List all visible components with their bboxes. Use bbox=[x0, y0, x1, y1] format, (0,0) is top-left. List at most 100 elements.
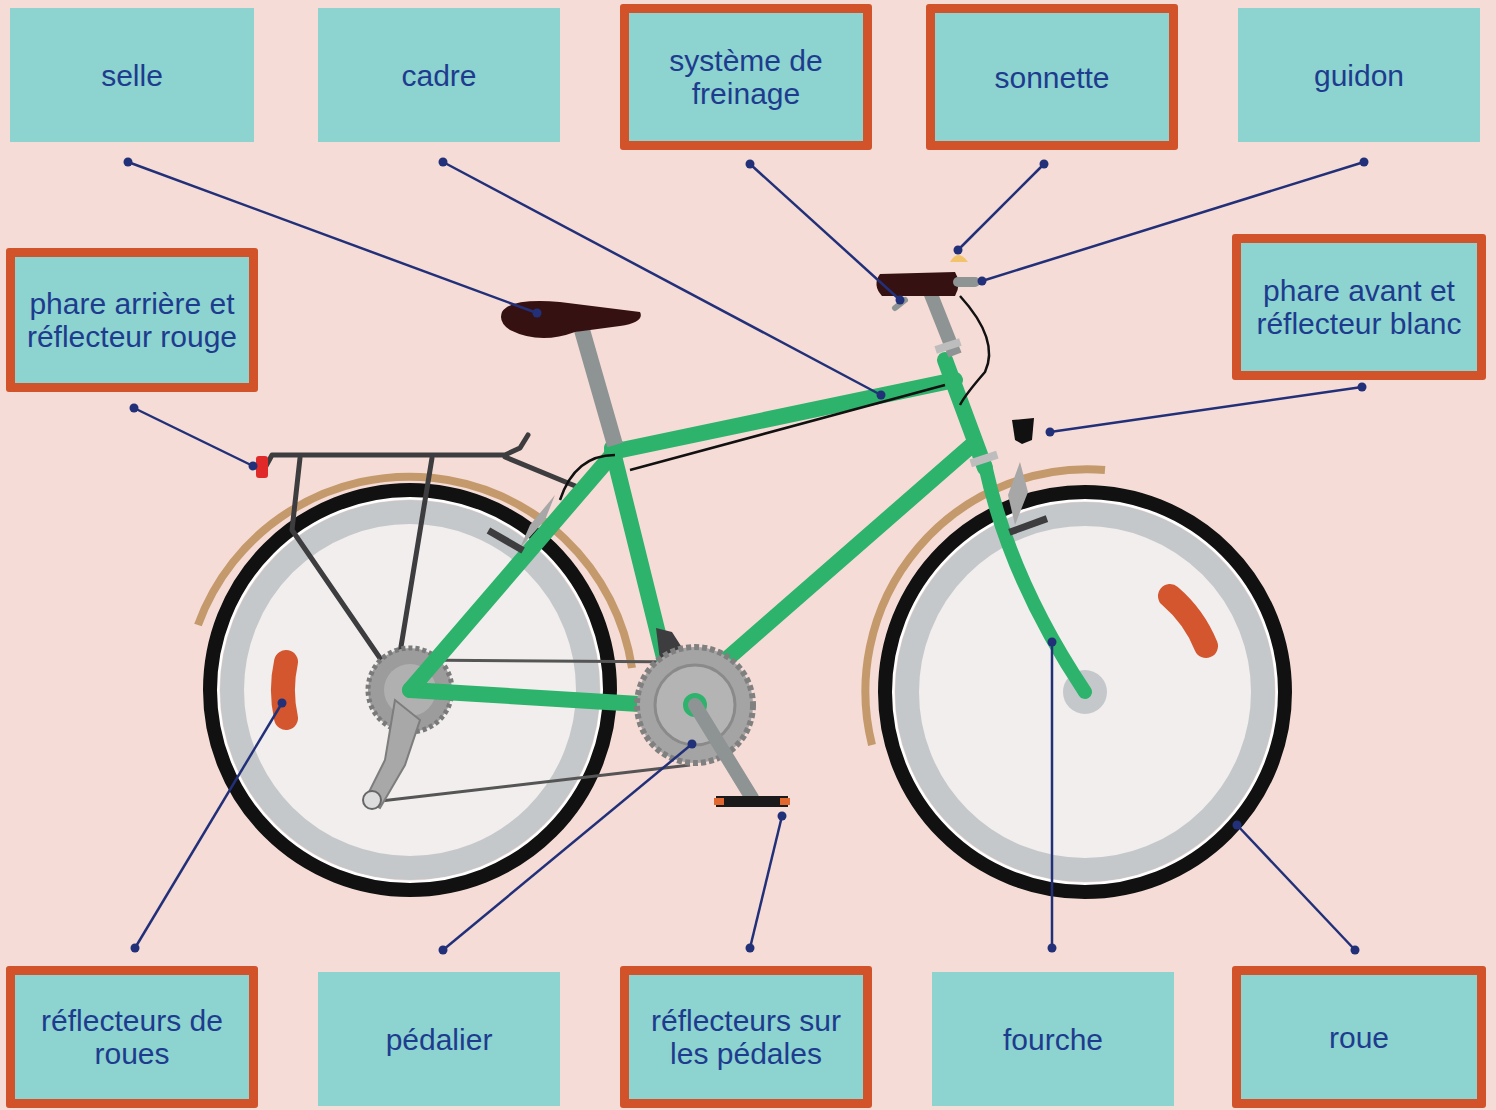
leader-dot bbox=[688, 740, 697, 749]
label-box: pédalier bbox=[318, 972, 560, 1106]
part-name: guidon bbox=[1244, 59, 1474, 92]
part-name: fourche bbox=[938, 1023, 1168, 1056]
leader-line bbox=[746, 812, 787, 953]
leader-dot bbox=[131, 944, 140, 953]
pedal-reflector bbox=[714, 798, 724, 805]
leader-dot bbox=[278, 699, 287, 708]
label-box: guidon bbox=[1238, 8, 1480, 142]
leader-dot bbox=[954, 246, 963, 255]
leader-dot bbox=[1048, 944, 1057, 953]
leader-dot bbox=[1040, 160, 1049, 169]
leader-line bbox=[1048, 638, 1057, 953]
leader-line bbox=[954, 160, 1049, 255]
brake-pad bbox=[487, 462, 1048, 553]
brake-pad bbox=[487, 527, 525, 553]
seat-post bbox=[582, 330, 615, 445]
cassette bbox=[363, 791, 381, 809]
leader-line bbox=[130, 404, 258, 471]
leader-line bbox=[750, 164, 900, 300]
leader-dot bbox=[439, 158, 448, 167]
wheel-reflector bbox=[1170, 596, 1206, 646]
leader-line bbox=[958, 164, 1044, 250]
brake-cable bbox=[560, 455, 615, 500]
leader-line bbox=[443, 162, 881, 395]
label-box: phare avant et réflecteur blanc bbox=[1232, 234, 1486, 380]
leader-dot bbox=[746, 160, 755, 169]
brake-cable bbox=[560, 296, 989, 500]
leader-dot bbox=[877, 391, 886, 400]
leader-dot bbox=[1048, 638, 1057, 647]
handlebar bbox=[876, 272, 958, 296]
leader-dot bbox=[124, 158, 133, 167]
cassette bbox=[363, 648, 452, 809]
frame bbox=[410, 448, 618, 690]
brake-pad bbox=[1008, 462, 1028, 525]
leader-dot bbox=[746, 944, 755, 953]
leader-line bbox=[750, 816, 782, 948]
leader-line bbox=[131, 699, 287, 953]
label-box: cadre bbox=[318, 8, 560, 142]
part-name: système de freinage bbox=[635, 44, 857, 110]
leader-line bbox=[1237, 825, 1355, 950]
label-box: sonnette bbox=[926, 4, 1178, 150]
leader-dot bbox=[1046, 428, 1055, 437]
part-name: réflecteurs de roues bbox=[21, 1004, 243, 1070]
leader-dot bbox=[1358, 383, 1367, 392]
front-light bbox=[1012, 418, 1034, 444]
leader-dot bbox=[778, 812, 787, 821]
label-box: système de freinage bbox=[620, 4, 872, 150]
handlebar-end bbox=[958, 277, 975, 287]
leader-line bbox=[1046, 383, 1367, 437]
fork bbox=[985, 465, 1085, 692]
leader-dot bbox=[439, 946, 448, 955]
leader-dot bbox=[1360, 158, 1369, 167]
frame bbox=[612, 380, 955, 452]
rear-light bbox=[256, 456, 268, 478]
pedal bbox=[716, 796, 788, 807]
frame bbox=[410, 690, 672, 706]
luggage-rack bbox=[266, 435, 528, 466]
wheel-reflector bbox=[283, 662, 286, 718]
chain bbox=[410, 660, 690, 662]
pedal-reflector bbox=[780, 798, 790, 805]
leader-dot bbox=[130, 404, 139, 413]
luggage-rack bbox=[398, 458, 432, 665]
label-box: roue bbox=[1232, 966, 1486, 1108]
part-name: phare arrière et réflecteur rouge bbox=[21, 287, 243, 353]
headset bbox=[934, 338, 961, 354]
leader-line bbox=[1233, 821, 1360, 955]
headset bbox=[969, 451, 998, 467]
frame bbox=[945, 360, 985, 468]
label-box: selle bbox=[10, 8, 254, 142]
leader-dot bbox=[1233, 821, 1242, 830]
label-box: phare arrière et réflecteur rouge bbox=[6, 248, 258, 392]
leader-line bbox=[135, 703, 282, 948]
leader-dot bbox=[1351, 946, 1360, 955]
part-name: réflecteurs sur les pédales bbox=[635, 1004, 857, 1070]
leader-dot bbox=[978, 277, 987, 286]
leader-line bbox=[439, 740, 697, 955]
leader-dot bbox=[896, 296, 905, 305]
part-name: phare avant et réflecteur blanc bbox=[1247, 274, 1471, 340]
leader-line bbox=[134, 408, 253, 466]
leader-line bbox=[443, 744, 692, 950]
leader-line bbox=[746, 160, 905, 305]
leader-line bbox=[1050, 387, 1362, 432]
brake-cable bbox=[630, 385, 945, 470]
part-name: sonnette bbox=[941, 61, 1163, 94]
part-name: roue bbox=[1247, 1021, 1471, 1054]
brake-pad bbox=[1008, 515, 1048, 535]
leader-line bbox=[439, 158, 886, 400]
leader-dot bbox=[533, 309, 542, 318]
label-box: fourche bbox=[932, 972, 1174, 1106]
luggage-rack bbox=[266, 435, 585, 680]
leader-dot bbox=[249, 462, 258, 471]
brake-cable bbox=[960, 296, 989, 405]
crank-arm bbox=[695, 705, 752, 798]
part-name: pédalier bbox=[324, 1023, 554, 1056]
label-box: réflecteurs sur les pédales bbox=[620, 966, 872, 1108]
bell bbox=[950, 255, 968, 262]
